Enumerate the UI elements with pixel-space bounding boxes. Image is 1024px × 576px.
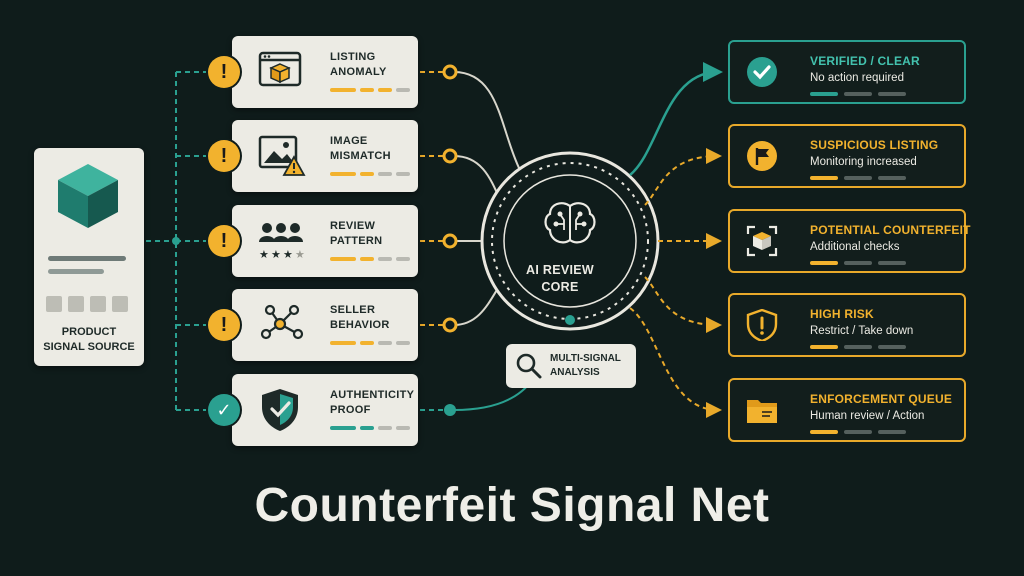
- shield-check-icon: [262, 389, 298, 431]
- signal-label: LISTING ANOMALY: [330, 51, 387, 78]
- signal-dashes: [420, 71, 446, 326]
- outcome-subtitle: Additional checks: [810, 241, 900, 253]
- signal-label: IMAGE MISMATCH: [330, 135, 391, 162]
- outcome-bars: [810, 176, 906, 180]
- people-stars-icon: ★★★★: [259, 223, 305, 261]
- signal-card: IMAGE MISMATCH: [232, 120, 418, 192]
- svg-text:★: ★: [283, 249, 293, 261]
- signal-label: AUTHENTICITY PROOF: [330, 389, 415, 416]
- source-label: PRODUCT SIGNAL SOURCE: [43, 326, 135, 353]
- product-signal-source-card: [34, 148, 144, 366]
- outcome-subtitle: Human review / Action: [810, 410, 925, 422]
- outcome-title: POTENTIAL COUNTERFEIT: [810, 223, 971, 237]
- source-branch-lines: [176, 71, 206, 411]
- outcome-title: ENFORCEMENT QUEUE: [810, 392, 953, 406]
- outcome-card: HIGH RISK Restrict / Take down: [728, 293, 966, 357]
- check-circle-icon: [747, 57, 777, 87]
- signal-card: SELLER BEHAVIOR: [232, 289, 418, 361]
- signal-level-bar: [330, 257, 410, 261]
- page-title: Counterfeit Signal Net: [254, 479, 770, 532]
- source-text-lines: [48, 256, 126, 274]
- signal-label: REVIEW PATTERN: [330, 220, 383, 247]
- outcome-bars: [810, 430, 906, 434]
- svg-text:★: ★: [271, 249, 281, 261]
- browser-box-icon: [258, 51, 302, 87]
- status-check-badge: ✓: [208, 394, 240, 426]
- signal-port-dots: [442, 64, 458, 416]
- core-label: AI REVIEW CORE: [526, 263, 594, 294]
- folder-icon: [747, 400, 777, 423]
- multi-signal-analysis-card: MULTI-SIGNAL ANALYSIS: [506, 344, 636, 388]
- outcome-title: HIGH RISK: [810, 307, 874, 321]
- source-thumbnails: [46, 296, 128, 312]
- signal-card: AUTHENTICITY PROOF: [232, 374, 418, 446]
- core-bottom-dot: [565, 315, 575, 325]
- output-connectors: [629, 148, 722, 418]
- outcome-card: VERIFIED / CLEAR No action required: [728, 40, 966, 104]
- signal-level-bar: [330, 88, 410, 92]
- outcome-subtitle: Monitoring increased: [810, 156, 917, 168]
- analysis-label: MULTI-SIGNAL ANALYSIS: [550, 353, 621, 378]
- outcome-bars: [810, 92, 906, 96]
- status-alert-badge: !: [208, 309, 240, 341]
- signal-card: ★★★★REVIEW PATTERN: [232, 205, 418, 277]
- network-icon: [260, 304, 304, 340]
- status-alert-badge: !: [208, 225, 240, 257]
- svg-text:★: ★: [259, 249, 269, 261]
- outcome-card: POTENTIAL COUNTERFEIT Additional checks: [728, 209, 970, 273]
- outcome-subtitle: No action required: [810, 72, 904, 84]
- magnifier-icon: [516, 353, 542, 379]
- box-scan-icon: [746, 225, 778, 257]
- outcome-subtitle: Restrict / Take down: [810, 325, 914, 337]
- outcome-card: ENFORCEMENT QUEUE Human review / Action: [728, 378, 966, 442]
- brain-circuit-icon: [544, 202, 596, 244]
- signal-label: SELLER BEHAVIOR: [330, 304, 390, 331]
- outcome-title: SUSPICIOUS LISTING: [810, 138, 939, 152]
- status-alert-badge: !: [208, 56, 240, 88]
- svg-text:★: ★: [295, 249, 305, 261]
- cube-icon: [58, 164, 118, 228]
- shield-alert-icon: [746, 309, 778, 341]
- outcome-bars: [810, 345, 906, 349]
- outcome-title: VERIFIED / CLEAR: [810, 54, 920, 68]
- signal-level-bar: [330, 426, 410, 430]
- outcome-card: SUSPICIOUS LISTING Monitoring increased: [728, 124, 966, 188]
- outcome-bars: [810, 261, 906, 265]
- flag-icon: [747, 141, 777, 171]
- signal-level-bar: [330, 341, 410, 345]
- image-warning-icon: [258, 135, 306, 176]
- status-alert-badge: !: [208, 140, 240, 172]
- verified-connector: [629, 62, 723, 176]
- signal-card: LISTING ANOMALY: [232, 36, 418, 108]
- signal-level-bar: [330, 172, 410, 176]
